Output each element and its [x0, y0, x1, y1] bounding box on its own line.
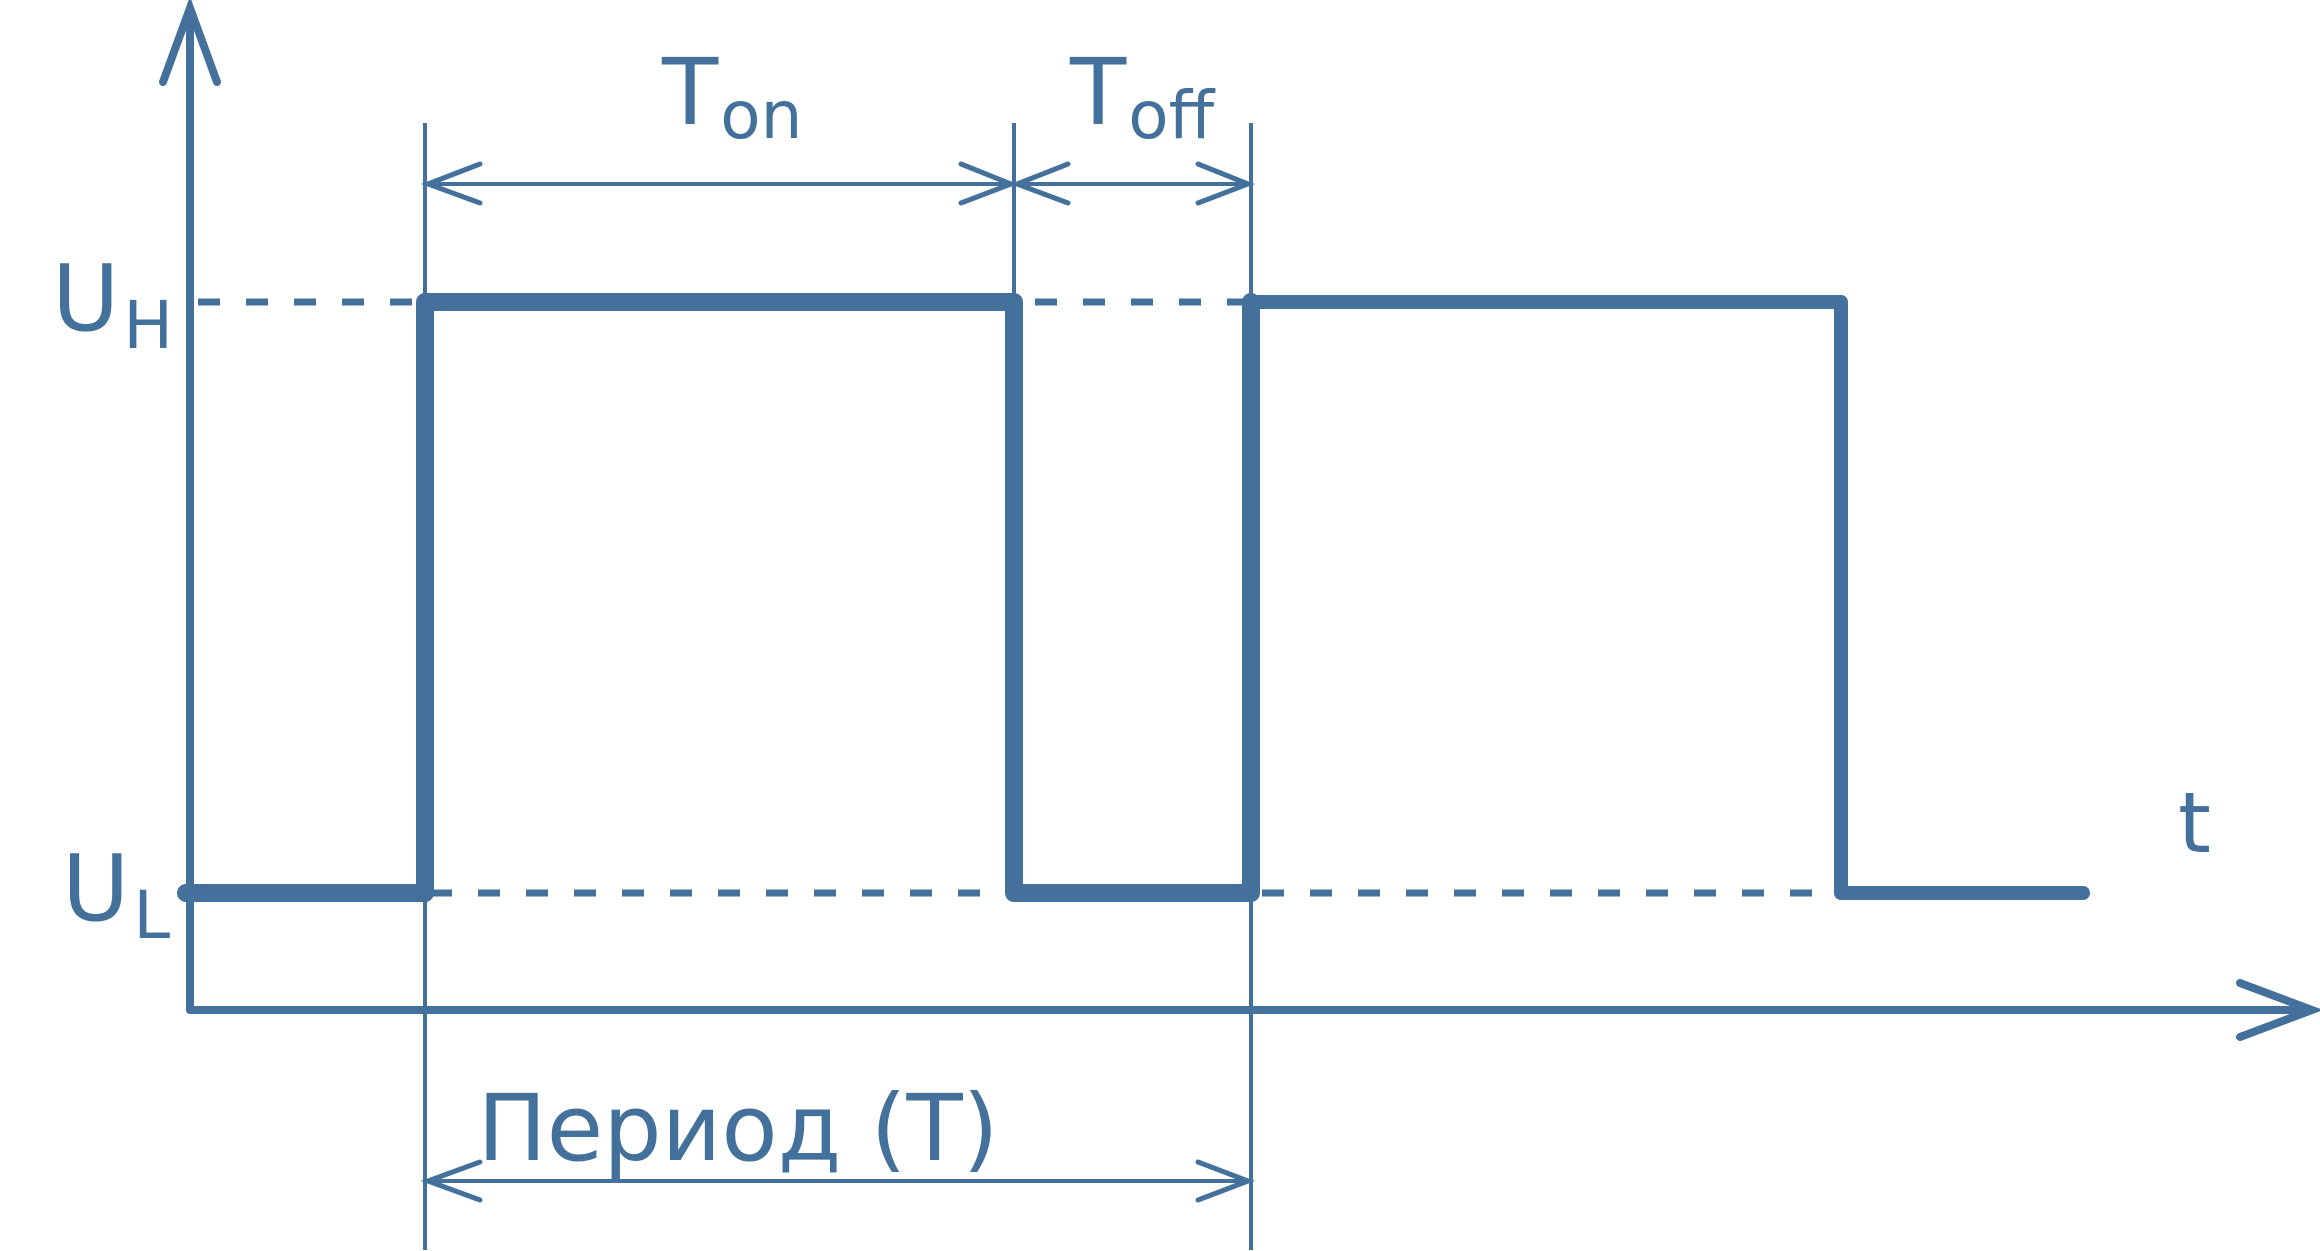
ton-label: Ton	[661, 39, 802, 154]
ton-label-main: T	[661, 39, 719, 146]
toff-label: Toff	[1069, 39, 1216, 154]
svg-text:Ton: Ton	[661, 39, 802, 154]
period-dimension	[420, 1159, 1256, 1203]
period-right-arrow-icon	[1195, 1159, 1256, 1203]
uh-label-main: U	[52, 245, 119, 352]
y-axis-arrow-icon	[159, 0, 221, 86]
ul-label-sub: L	[133, 877, 170, 954]
signal-trace-second	[1244, 295, 2090, 900]
signal-trace-first	[177, 293, 1260, 902]
y-axis	[159, 0, 221, 1014]
uh-label-sub: H	[123, 287, 173, 364]
toff-left-arrow-icon	[1009, 161, 1071, 206]
period-left-arrow-icon	[420, 1159, 483, 1203]
ton-dimension	[420, 161, 1018, 206]
uh-label: UH	[52, 245, 173, 364]
svg-text:UH: UH	[52, 245, 173, 364]
svg-text:UL: UL	[62, 835, 170, 954]
x-axis-arrow-icon	[2236, 979, 2320, 1041]
reference-lines	[198, 298, 1830, 897]
time-axis-label: t	[2178, 774, 2211, 872]
toff-label-main: T	[1069, 39, 1127, 146]
ton-left-arrow-icon	[420, 161, 483, 206]
signal-waveform	[177, 293, 2090, 902]
ul-label: UL	[62, 835, 170, 954]
ul-label-main: U	[62, 835, 129, 942]
svg-text:Toff: Toff	[1069, 39, 1216, 154]
toff-dimension	[1009, 161, 1255, 206]
toff-right-arrow-icon	[1195, 161, 1255, 206]
toff-label-sub: off	[1128, 77, 1215, 154]
period-label: Период (T)	[477, 1075, 998, 1182]
ton-label-sub: on	[720, 77, 802, 154]
